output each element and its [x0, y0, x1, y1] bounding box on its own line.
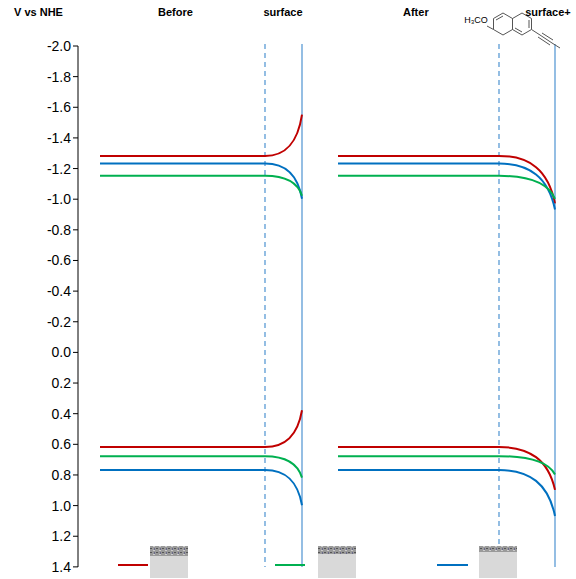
legend-samples	[118, 546, 517, 578]
substituent-label: H₃CO	[464, 16, 488, 25]
tick-label: -1.0	[47, 192, 71, 206]
tick-label: -0.2	[47, 315, 71, 329]
tick-label: 0.2	[52, 376, 71, 390]
tick-label: 1.2	[52, 529, 71, 543]
axis-title: V vs NHE	[14, 7, 63, 18]
surface-lines	[265, 44, 555, 567]
tick-label: -1.6	[47, 100, 71, 114]
tick-label: -0.4	[47, 284, 71, 298]
tick-label: -0.6	[47, 253, 71, 267]
tick-label: 1.4	[52, 560, 71, 574]
panel-title: Before	[158, 7, 193, 18]
tick-label: 1.0	[52, 499, 71, 513]
tick-label: -2.0	[47, 39, 71, 53]
tick-label: 0.6	[52, 437, 71, 451]
y-axis	[78, 46, 79, 567]
surface-label: surface+	[525, 7, 571, 18]
axis-ticks	[73, 46, 78, 567]
surface-label: surface	[263, 7, 302, 18]
panel-title: After	[403, 7, 429, 18]
tick-label: 0.8	[52, 468, 71, 482]
tick-label: 0.0	[52, 345, 71, 359]
band-edges	[100, 115, 555, 516]
tick-label: -1.4	[47, 131, 71, 145]
tick-label: -1.2	[47, 162, 71, 176]
tick-label: -0.8	[47, 223, 71, 237]
tick-label: -1.8	[47, 70, 71, 84]
tick-label: 0.4	[52, 407, 71, 421]
molecule	[487, 13, 560, 48]
